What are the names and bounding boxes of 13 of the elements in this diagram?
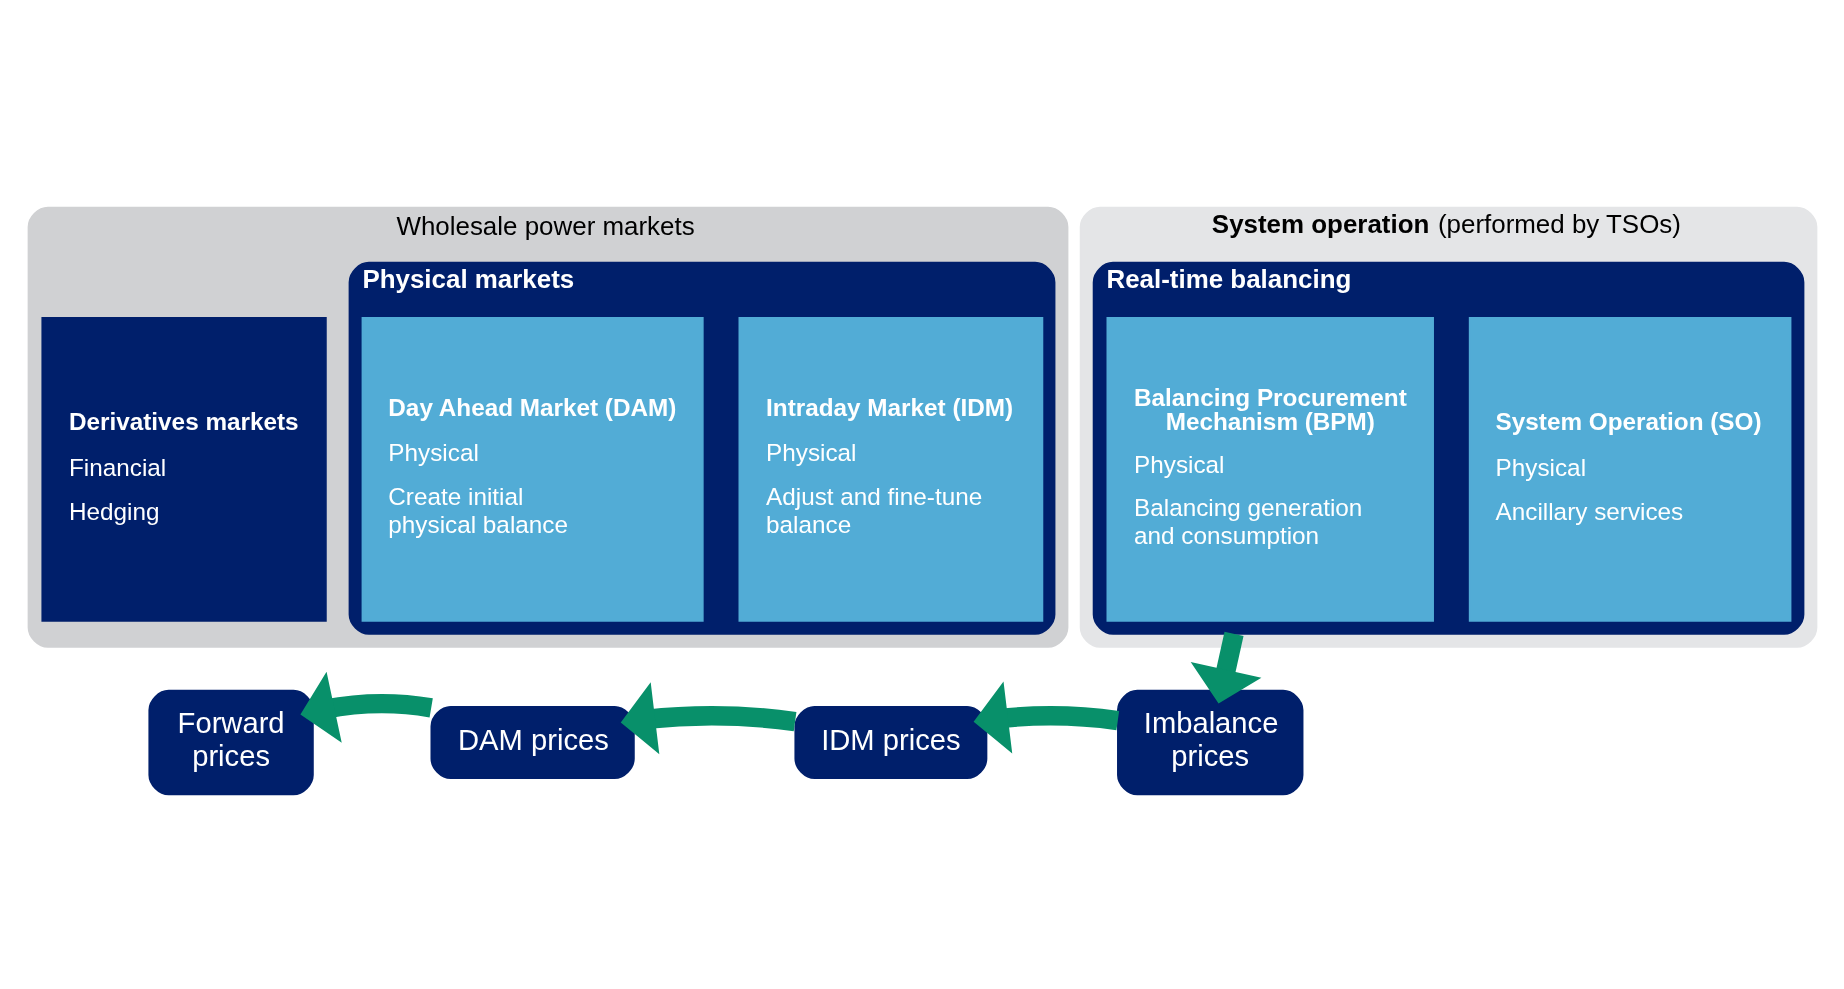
arrow xyxy=(973,681,1119,754)
node-box: Derivatives markets Financial Hedging xyxy=(40,317,327,622)
node-box: Day Ahead Market (DAM) Physical Create initial physical balance xyxy=(361,317,704,622)
node-box: Intraday Market (IDM) Physical Adjust and fine-tune balance xyxy=(738,317,1043,622)
node-box: Balancing Procurement Mechanism (BPM) Physical Balancing generation and consumption xyxy=(1106,317,1434,622)
node-box: System Operation (SO) Physical Ancillary services xyxy=(1468,317,1791,622)
node-box: Forward prices xyxy=(147,689,314,796)
arrow xyxy=(620,682,796,755)
node-box: Imbalance prices xyxy=(1116,689,1303,796)
node-box: IDM prices xyxy=(793,706,987,779)
arrow xyxy=(1190,631,1261,704)
arrow xyxy=(299,671,433,743)
node-box: DAM prices xyxy=(430,706,635,779)
